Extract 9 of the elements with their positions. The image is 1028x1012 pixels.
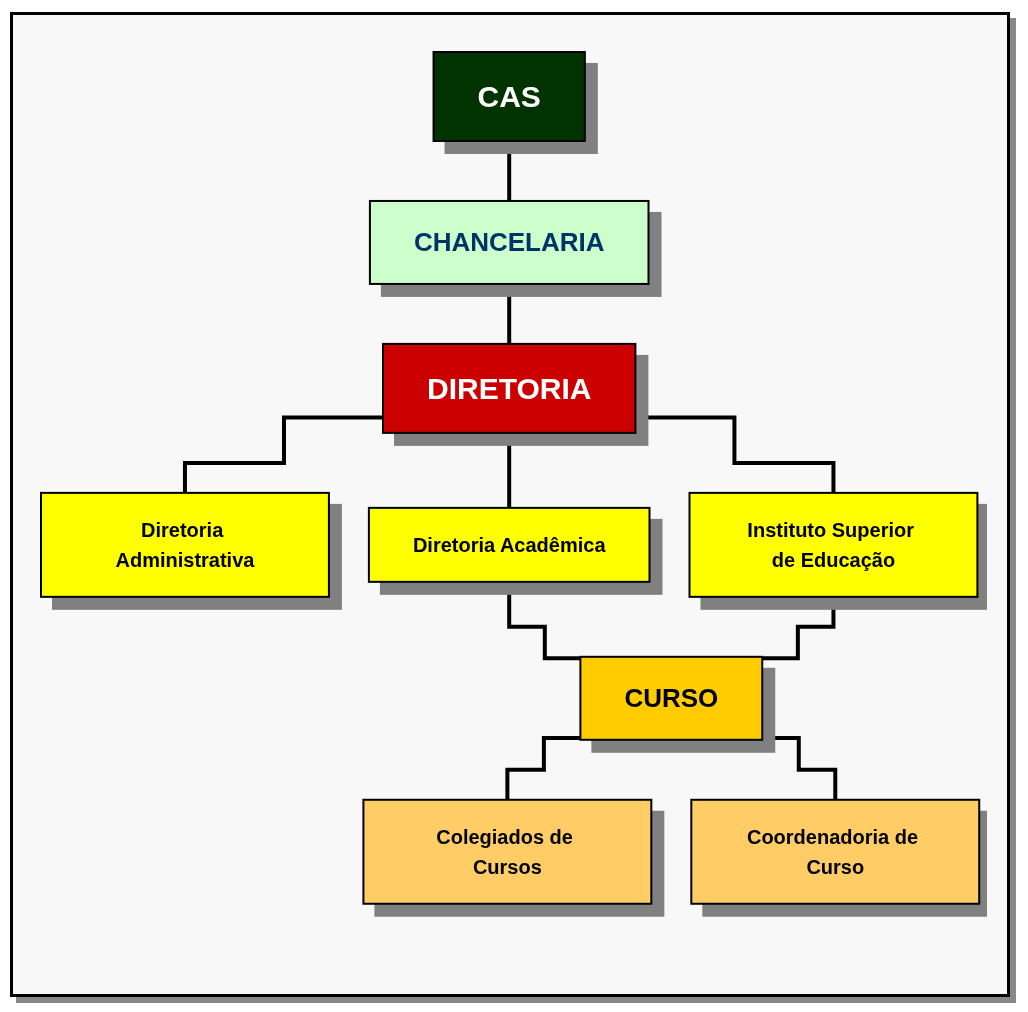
node-box: Diretoria Administrativa [39,492,330,599]
node-box: DIRETORIA [381,343,637,435]
node-box: CHANCELARIA [368,200,650,286]
node-box: CAS [432,51,586,143]
node-box: Colegiados de Cursos [362,799,653,906]
node-box: Diretoria Acadêmica [367,507,651,584]
node-box: CURSO [579,656,764,742]
node-box: Instituto Superior de Educação [688,492,979,599]
node-box: Coordenadoria de Curso [690,799,981,906]
